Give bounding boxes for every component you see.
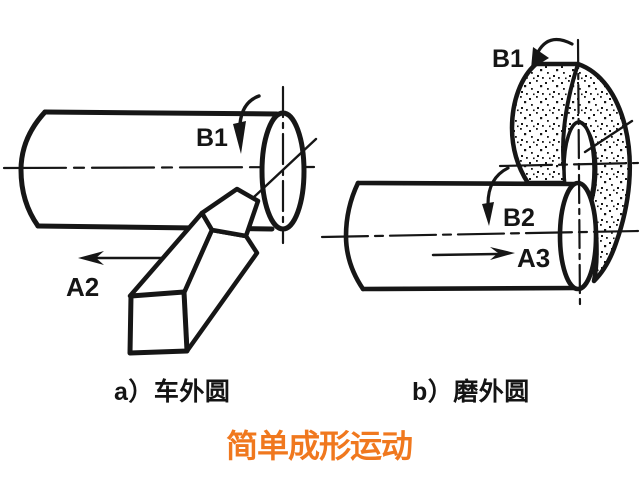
cylinder-b-top-edge	[355, 180, 577, 187]
workpiece-cylinder-a	[18, 109, 307, 232]
feed-arrow-a2-head	[78, 251, 104, 265]
tool-cutting-head	[199, 186, 261, 239]
feed-arrow-a3-line	[431, 252, 499, 257]
rotation-arrow-b1-a-head	[233, 121, 246, 154]
cylinder-b-bottom-edge	[360, 285, 581, 292]
panel-a-turning: B1 A2 a）车外圆	[2, 85, 318, 406]
diagonal-tick-a	[252, 137, 318, 199]
label-b2: B2	[503, 204, 535, 232]
axis-centerline-horizontal-a	[2, 165, 316, 170]
label-b1-a: B1	[196, 124, 228, 152]
rotation-arrow-b1-b-curve	[536, 37, 574, 54]
label-a3: A3	[517, 243, 550, 273]
label-b1-b: B1	[492, 45, 524, 73]
diagonal-tick-b	[583, 119, 634, 154]
axis-centerline-vertical-b	[576, 38, 582, 310]
rotation-arrow-b2-curve	[486, 166, 510, 206]
wheel-centerline-horizontal	[498, 161, 640, 168]
feed-arrow-a3-head	[490, 247, 515, 260]
rotation-arrow-b1-a	[233, 94, 261, 154]
label-a2: A2	[66, 272, 99, 302]
cylinder-b-end-face	[557, 180, 599, 292]
rotation-arrow-b2-head	[482, 202, 494, 226]
tool-shank-end-face	[127, 289, 190, 356]
axis-centerline-horizontal-b	[320, 229, 640, 239]
workpiece-cylinder-b	[343, 180, 599, 292]
cutting-tool	[127, 186, 261, 356]
rotation-arrow-b1-b-head	[531, 47, 549, 69]
feed-arrow-a2	[78, 251, 163, 265]
feed-arrow-a3	[431, 247, 515, 260]
figure-title: 简单成形运动	[226, 428, 412, 464]
rotation-arrow-b1-a-curve	[238, 94, 261, 126]
cylinder-b-body-bg	[346, 183, 596, 289]
caption-b: b）磨外圆	[412, 377, 530, 406]
cylinder-a-top-edge	[42, 109, 280, 117]
rotation-arrow-b2	[482, 166, 510, 226]
cylinder-a-left-end-arc	[18, 109, 48, 229]
panel-b-grinding: B1 B2 A3 b）磨外圆	[320, 37, 640, 406]
caption-a: a）车外圆	[114, 377, 230, 406]
rotation-arrow-b1-b	[531, 37, 574, 69]
